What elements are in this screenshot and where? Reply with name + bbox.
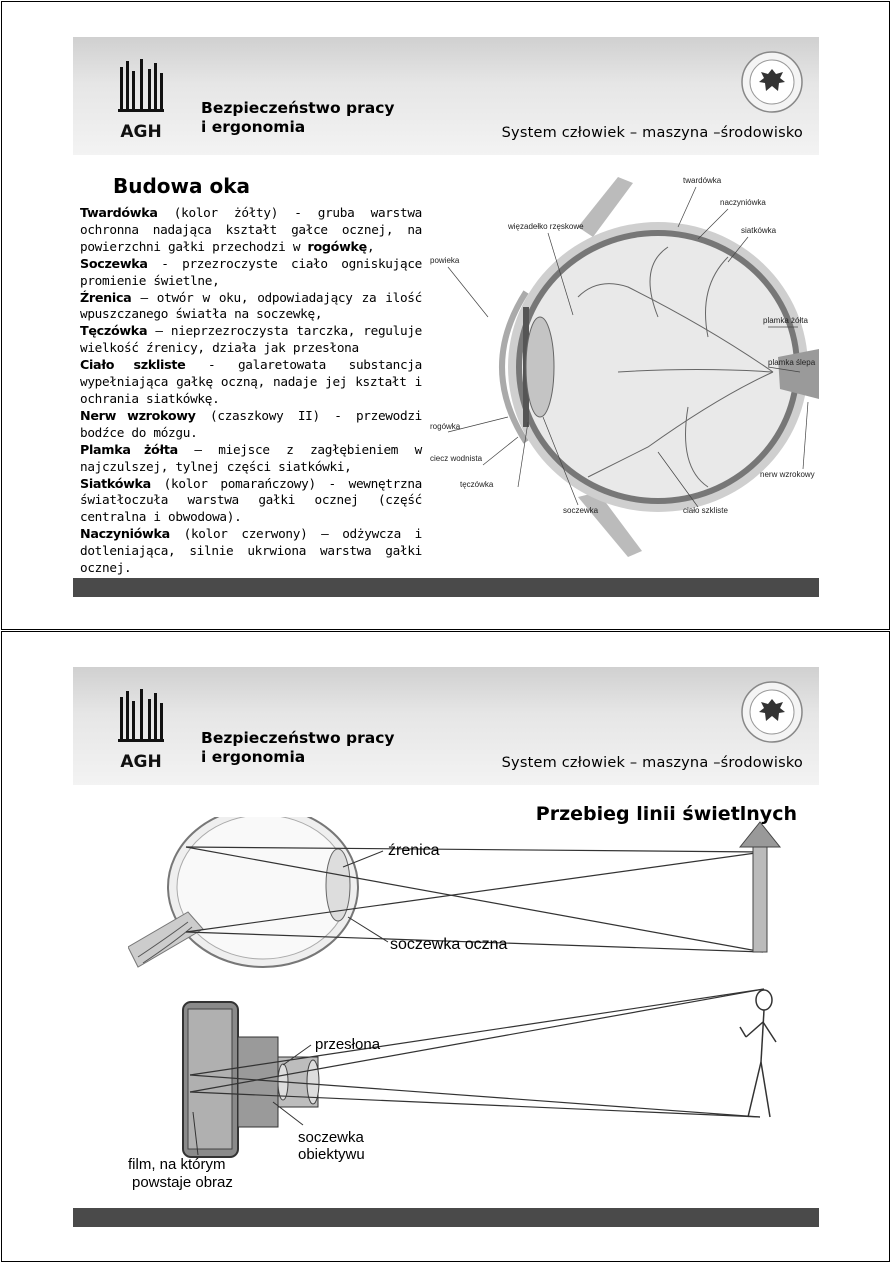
- paragraph-nerw-wzrokowy: Nerw wzrokowy (czaszkowy II) - przewodzi…: [80, 408, 422, 442]
- slide-light-rays: AGH Bezpieczeństwo pracy i ergonomia Sys…: [73, 667, 819, 1227]
- label-twardowka: twardówka: [683, 176, 722, 185]
- label-film-2: powstaje obraz: [132, 1174, 233, 1191]
- course-title-line1: Bezpieczeństwo pracy: [201, 729, 395, 748]
- label-soczewka-obiektywu-2: obiektywu: [298, 1146, 365, 1163]
- paragraph-plamka-zolta: Plamka żółta – miejsce z zagłębieniem w …: [80, 442, 422, 476]
- slide-header: AGH Bezpieczeństwo pracy i ergonomia Sys…: [73, 37, 819, 155]
- label-soczewka-oczna: soczewka oczna: [390, 936, 507, 953]
- label-siatkowka: siatkówka: [741, 226, 777, 235]
- definition: – otwór w oku, odpowiadający za ilość wp…: [80, 290, 422, 322]
- faculty-badge-icon: [739, 679, 805, 745]
- footer-bar: [73, 1208, 819, 1227]
- eye-anatomy-figure: twardówka naczyniówka siatkówka więzadeł…: [428, 167, 819, 567]
- person-figure-icon: [740, 990, 776, 1117]
- slide-title: Budowa oka: [113, 174, 250, 198]
- paragraph-siatkowka: Siatkówka (kolor pomarańczowy) - wewnętr…: [80, 476, 422, 527]
- agh-logo-icon: AGH: [115, 687, 167, 773]
- agh-logo-text: AGH: [120, 122, 161, 142]
- label-rogowka: rogówka: [430, 422, 461, 431]
- object-arrow-icon: [740, 822, 780, 952]
- label-plamka-zolta: plamka żółta: [763, 316, 808, 325]
- paragraph-soczewka: Soczewka - przezroczyste ciało ogniskują…: [80, 256, 422, 290]
- label-przeslona: przesłona: [315, 1036, 381, 1053]
- paragraph-cialo-szkliste: Ciało szkliste - galaretowata substancja…: [80, 357, 422, 408]
- vitreous-body: [522, 236, 794, 498]
- slide-eye-structure: AGH Bezpieczeństwo pracy i ergonomia Sys…: [73, 37, 819, 597]
- label-wiezadelko: więzadełko rzęskowe: [507, 222, 584, 231]
- agh-logo-text: AGH: [120, 752, 161, 772]
- term: Ciało szkliste: [80, 357, 185, 372]
- agh-logo-icon: AGH: [115, 57, 167, 143]
- header-subtitle: System człowiek – maszyna –środowisko: [502, 755, 803, 771]
- paragraph-teczowka: Tęczówka – nieprzezroczysta tarczka, reg…: [80, 323, 422, 357]
- term: Siatkówka: [80, 476, 151, 491]
- course-title: Bezpieczeństwo pracy i ergonomia: [201, 729, 395, 767]
- label-plamka-slepa: plamka ślepa: [768, 358, 816, 367]
- slide-header: AGH Bezpieczeństwo pracy i ergonomia Sys…: [73, 667, 819, 785]
- label-teczowka: tęczówka: [460, 480, 494, 489]
- course-title-line2: i ergonomia: [201, 118, 395, 137]
- label-ciecz-wodnista: ciecz wodnista: [430, 454, 483, 463]
- term: rogówkę: [308, 239, 367, 254]
- term: Twardówka: [80, 205, 158, 220]
- course-title-line2: i ergonomia: [201, 748, 395, 767]
- term: Soczewka: [80, 256, 148, 271]
- term: Tęczówka: [80, 323, 147, 338]
- term: Nerw wzrokowy: [80, 408, 196, 423]
- definition: ,: [367, 239, 374, 254]
- label-zrenica: źrenica: [388, 842, 440, 859]
- term: Źrenica: [80, 290, 131, 305]
- paragraph-zrenica: Źrenica – otwór w oku, odpowiadający za …: [80, 290, 422, 324]
- label-cialo-szkliste: ciało szkliste: [683, 506, 728, 515]
- light-path-figure: źrenica soczewka oczna: [128, 817, 808, 1205]
- footer-bar: [73, 578, 819, 597]
- paragraph-twardowka: Twardówka (kolor żółty) - gruba warstwa …: [80, 205, 422, 256]
- label-soczewka-obiektywu-1: soczewka: [298, 1129, 365, 1146]
- course-title: Bezpieczeństwo pracy i ergonomia: [201, 99, 395, 137]
- label-naczyniowka: naczyniówka: [720, 198, 766, 207]
- header-subtitle: System człowiek – maszyna –środowisko: [502, 125, 803, 141]
- lens: [526, 317, 554, 417]
- paragraph-naczyniowka: Naczyniówka (kolor czerwony) – odżywcza …: [80, 526, 422, 577]
- course-title-line1: Bezpieczeństwo pracy: [201, 99, 395, 118]
- eye-diagram: [128, 817, 358, 967]
- label-nerw-wzrokowy: nerw wzrokowy: [760, 470, 815, 479]
- label-powieka: powieka: [430, 256, 460, 265]
- faculty-badge-icon: [739, 49, 805, 115]
- term: Naczyniówka: [80, 526, 170, 541]
- description-text: Twardówka (kolor żółty) - gruba warstwa …: [80, 205, 422, 577]
- label-film-1: film, na którym: [128, 1156, 226, 1173]
- term: Plamka żółta: [80, 442, 178, 457]
- label-soczewka: soczewka: [563, 506, 599, 515]
